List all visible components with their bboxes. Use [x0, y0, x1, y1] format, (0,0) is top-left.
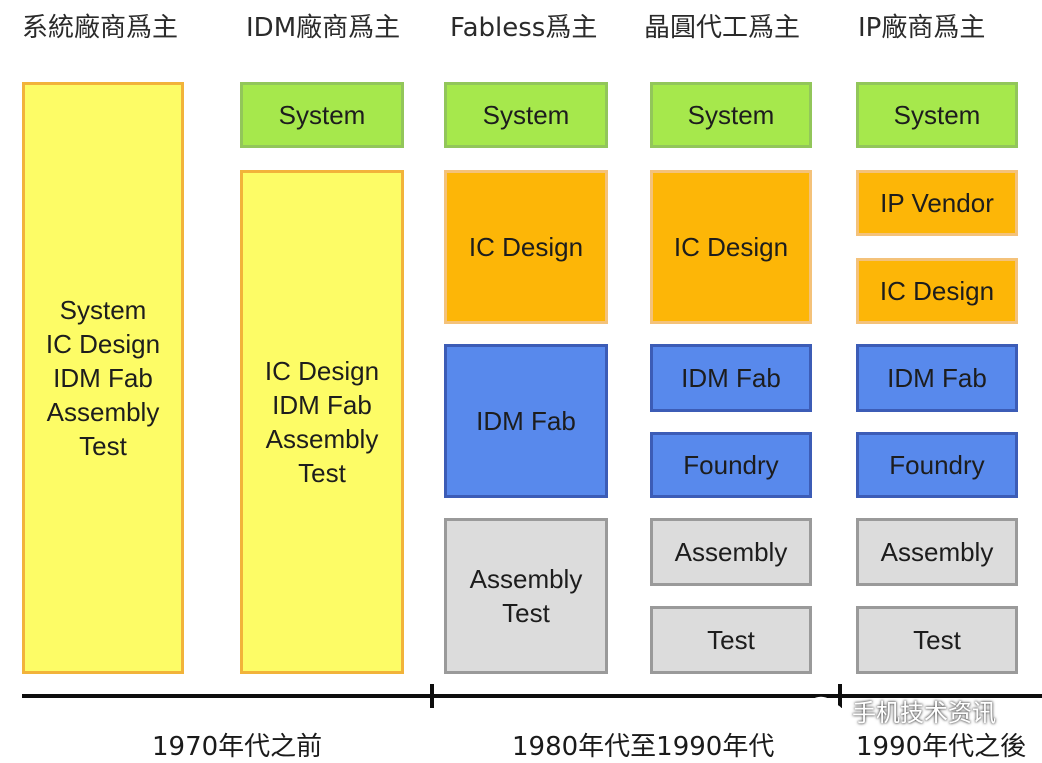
box-line: Assembly [46, 397, 160, 427]
column-title-idm-vendor: IDM廠商爲主 [246, 13, 401, 43]
box-ic-design: IC Design [444, 170, 608, 324]
box-line: IC Design [468, 232, 584, 262]
box-line: IP Vendor [880, 188, 994, 218]
box-line: Test [707, 625, 755, 655]
box-line: Test [298, 458, 346, 488]
box-line: Foundry [683, 450, 779, 480]
box-foundry: Foundry [650, 432, 812, 498]
box-idm-fab: IDM Fab [856, 344, 1018, 412]
box-assembly: Assembly [650, 518, 812, 586]
box-line: System [482, 100, 570, 130]
box-ip-vendor: IP Vendor [856, 170, 1018, 236]
box-line: IDM Fab [681, 363, 781, 393]
box-line: IC Design [45, 329, 161, 359]
box-idm-fab: IDM Fab [650, 344, 812, 412]
box-system: System [650, 82, 812, 148]
box-line: IC Design [264, 356, 380, 386]
column-title-fabless: Fabless爲主 [450, 13, 598, 43]
era-label-pre-1970: 1970年代之前 [152, 732, 323, 762]
column-title-foundry: 晶圓代工爲主 [644, 13, 801, 43]
box-idm-integrated: IC Design IDM Fab Assembly Test [240, 170, 404, 674]
box-line: IC Design [673, 232, 789, 262]
era-label-1980-1990: 1980年代至1990年代 [512, 732, 775, 762]
box-system: System [856, 82, 1018, 148]
box-line: Test [502, 598, 550, 628]
box-integrated-all: System IC Design IDM Fab Assembly Test [22, 82, 184, 674]
box-ic-design: IC Design [856, 258, 1018, 324]
era-label-post-1990: 1990年代之後 [856, 732, 1027, 762]
box-ic-design: IC Design [650, 170, 812, 324]
box-assembly-test: Assembly Test [444, 518, 608, 674]
box-idm-fab: IDM Fab [444, 344, 608, 498]
timeline-tick [838, 684, 842, 708]
box-line: Test [79, 431, 127, 461]
box-line: Assembly [674, 537, 788, 567]
box-line: IC Design [879, 276, 995, 306]
box-test: Test [856, 606, 1018, 674]
box-line: System [59, 295, 147, 325]
timeline-tick [430, 684, 434, 708]
box-line: System [278, 100, 366, 130]
box-line: Assembly [265, 424, 379, 454]
box-line: IDM Fab [476, 406, 576, 436]
box-line: IDM Fab [887, 363, 987, 393]
column-title-ip-vendor: IP廠商爲主 [858, 13, 986, 43]
box-line: Assembly [880, 537, 994, 567]
wechat-icon [807, 696, 844, 723]
box-assembly: Assembly [856, 518, 1018, 586]
box-line: Assembly [469, 564, 583, 594]
watermark: 手机技术资讯 [806, 690, 996, 730]
box-foundry: Foundry [856, 432, 1018, 498]
box-line: IDM Fab [53, 363, 153, 393]
box-line: System [687, 100, 775, 130]
box-line: Foundry [889, 450, 985, 480]
box-line: System [893, 100, 981, 130]
box-test: Test [650, 606, 812, 674]
box-system: System [240, 82, 404, 148]
box-line: Test [913, 625, 961, 655]
box-line: IDM Fab [272, 390, 372, 420]
column-title-system-vendor: 系統廠商爲主 [22, 13, 179, 43]
timeline-axis [22, 694, 1042, 698]
watermark-text: 手机技术资讯 [852, 698, 996, 727]
box-system: System [444, 82, 608, 148]
